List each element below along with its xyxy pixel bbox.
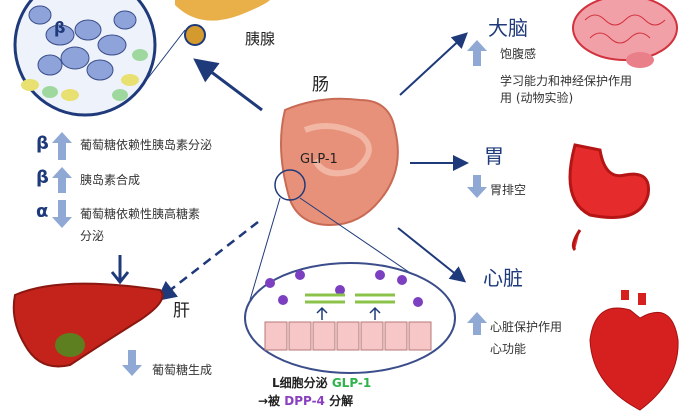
caption-prefix: L细胞分泌 — [272, 376, 332, 390]
caption-suffix: 分解 — [324, 394, 354, 408]
heart-effect-function: 心功能 — [490, 342, 527, 356]
alpha-label: α — [36, 201, 49, 222]
stomach-effect-emptying: 胃排空 — [490, 183, 527, 197]
down-arrow-icon — [122, 350, 142, 376]
arrow-to-brain — [399, 32, 468, 96]
caption-glp1: GLP-1 — [331, 376, 372, 390]
islet-cells-illustration — [13, 0, 157, 117]
arrow-to-heart — [397, 227, 467, 283]
liver-label: 肝 — [173, 301, 190, 321]
effect-glucagon-secretion-cont: 分泌 — [80, 229, 105, 243]
beta-label: β — [36, 133, 49, 154]
l-cell-zoom-illustration — [244, 262, 456, 374]
stomach-illustration — [568, 143, 651, 252]
up-arrow-icon — [467, 312, 487, 335]
brain-effect-satiety: 饱腹感 — [500, 47, 537, 61]
effect-arrows — [52, 40, 487, 376]
heart-illustration — [589, 307, 679, 411]
pancreas-label: 胰腺 — [245, 30, 276, 48]
arrow-to-pancreas — [193, 58, 263, 112]
effect-glucagon-secretion: 葡萄糖依赖性胰高糖素 — [80, 207, 201, 221]
down-arrow-icon — [467, 175, 487, 198]
brain-effect-note: 用 (动物实验) — [500, 91, 574, 105]
beta-cell-label: β — [54, 18, 66, 37]
glp1-label: GLP-1 — [300, 152, 338, 167]
down-arrow-icon — [52, 200, 72, 228]
stomach-label: 胃 — [484, 144, 504, 168]
heart-vessels — [621, 290, 646, 305]
intestine-illustration — [249, 97, 451, 301]
heart-effect-protection: 心脏保护作用 — [490, 320, 563, 334]
up-arrow-icon — [52, 167, 72, 193]
brain-label: 大脑 — [488, 16, 528, 40]
brain-illustration — [572, 0, 678, 68]
caption-line-1: L细胞分泌 GLP-1 — [272, 374, 371, 391]
up-arrow-icon — [52, 132, 72, 160]
dashed-arrow-to-liver — [156, 221, 259, 302]
caption-dpp4: DPP-4 — [284, 394, 325, 408]
gallbladder-illustration — [55, 333, 85, 357]
liver-illustration — [12, 282, 164, 368]
pancreas-illustration — [134, 0, 270, 96]
liver-effect-gluconeogenesis: 葡萄糖生成 — [152, 363, 213, 377]
intestine-label: 肠 — [312, 75, 329, 95]
beta-label: β — [36, 167, 49, 188]
heart-label: 心脏 — [483, 266, 523, 290]
caption-prefix: →被 — [258, 394, 285, 408]
up-arrow-icon — [467, 40, 487, 66]
effect-insulin-synthesis: 胰岛素合成 — [80, 173, 141, 187]
caption-line-2: →被 DPP-4 分解 — [258, 392, 353, 409]
brain-effect-neuroprotection: 学习能力和神经保护作用 — [500, 74, 633, 88]
liver-down-arrow-icon — [110, 255, 130, 285]
effect-insulin-secretion: 葡萄糖依赖性胰岛素分泌 — [80, 138, 213, 152]
